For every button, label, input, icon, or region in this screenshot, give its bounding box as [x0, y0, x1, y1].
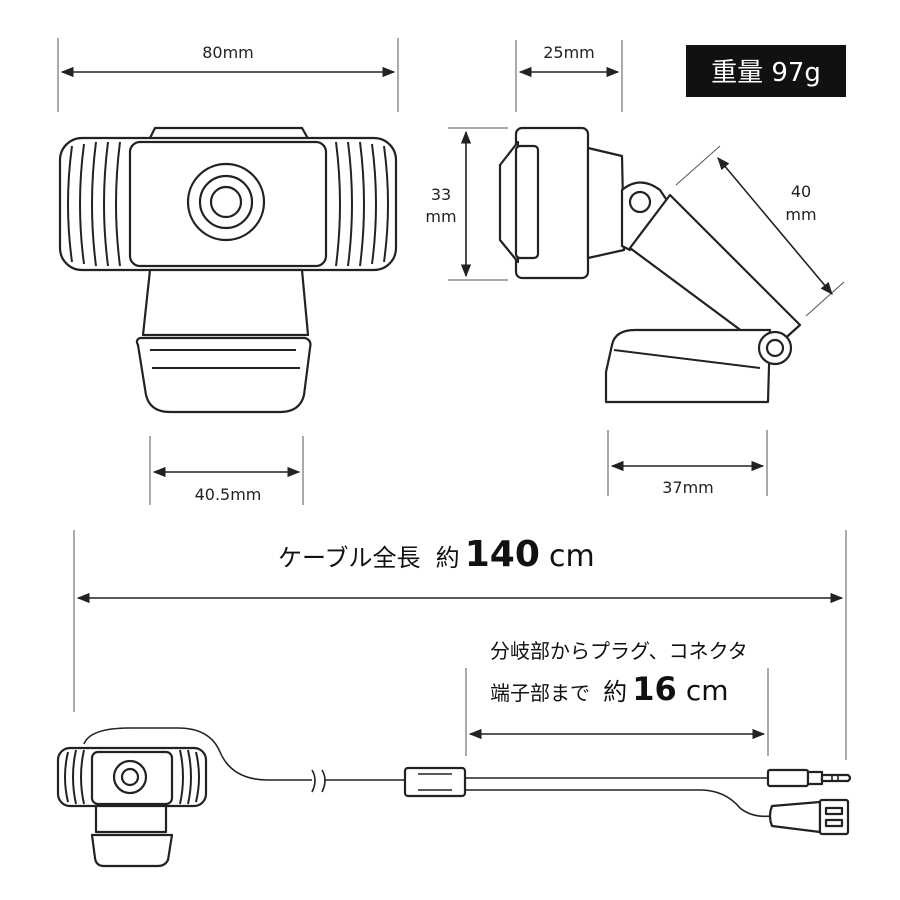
camera-with-cable — [56, 727, 852, 868]
height-dimension-unit: mm — [425, 207, 456, 226]
camera-clip-side — [604, 328, 772, 404]
width-dimension-label: 80mm — [202, 43, 254, 62]
cable-splitter — [403, 766, 467, 798]
side-view: 25mm 33 mm 40 mm 37mm — [425, 40, 845, 497]
camera-arm — [628, 193, 802, 354]
arm-dimension-unit: mm — [785, 205, 816, 224]
camera-neck — [141, 268, 310, 337]
arm-dimension-value: 40 — [791, 182, 811, 201]
cable-total-caption: ケーブル全長 約 140 cm — [278, 534, 595, 575]
usb-connector — [768, 798, 850, 836]
lens-inner — [209, 185, 243, 219]
upper-hinge — [628, 190, 652, 214]
base-side-dimension-label: 37mm — [662, 478, 714, 497]
height-dimension-value: 33 — [431, 185, 451, 204]
camera-clip-front — [135, 336, 312, 414]
weight-label: 重量 97g — [711, 58, 821, 88]
right-grille — [335, 141, 389, 267]
cable-branch-dimension: 分岐部からプラグ、コネクタ 端子部まで 約 16 cm — [465, 639, 769, 756]
weight-badge: 重量 97g — [686, 45, 846, 97]
arm-dimension-line — [717, 157, 833, 295]
depth-dimension-label: 25mm — [543, 43, 595, 62]
front-view: 80mm — [57, 38, 399, 505]
audio-plug — [766, 768, 852, 788]
left-grille — [67, 141, 121, 267]
cable-total-dimension: ケーブル全長 約 140 cm — [73, 530, 847, 760]
base-front-dimension-label: 40.5mm — [195, 485, 262, 504]
branch-caption-line1: 分岐部からプラグ、コネクタ — [490, 639, 748, 663]
branch-caption-line2: 端子部まで 約 16 cm — [490, 670, 728, 708]
